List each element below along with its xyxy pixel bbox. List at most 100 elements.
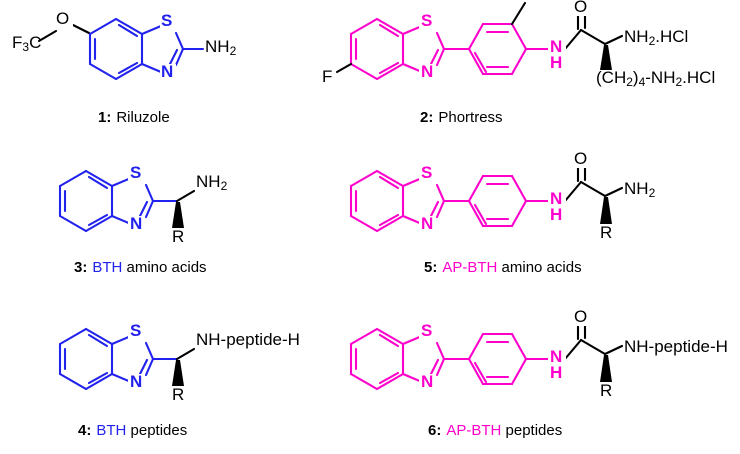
label-NH2: NH2 bbox=[205, 37, 237, 58]
bond-t3-s-c bbox=[435, 341, 446, 361]
label-R: R bbox=[172, 385, 184, 404]
bond-a6-inner bbox=[473, 361, 488, 384]
bond-b5-inner bbox=[378, 333, 400, 348]
bond-a4 bbox=[510, 199, 528, 228]
label-amide-N: N bbox=[550, 37, 562, 56]
mask-N bbox=[128, 374, 145, 392]
bond-a4 bbox=[510, 47, 528, 76]
label-N: N bbox=[421, 214, 433, 233]
compound-1-benzothiazole-bonds bbox=[88, 17, 205, 81]
compound-1-riluzole: F3C O S N NH2 O S N 1:Riluzole bbox=[12, 9, 237, 126]
compound-1-atom-labels: F3C O S N NH2 bbox=[12, 9, 237, 82]
bond-b3 bbox=[84, 214, 114, 233]
label-R: R bbox=[172, 227, 184, 246]
bond-t1-c-s bbox=[401, 176, 424, 188]
bond-b5 bbox=[375, 169, 405, 188]
bond-carbonyl-alpha bbox=[579, 180, 607, 198]
mask-amideN bbox=[548, 190, 566, 210]
bond-b5-inner bbox=[87, 333, 109, 348]
mask-S bbox=[419, 322, 436, 340]
compound-1-atom-labels-top: O S N bbox=[56, 9, 173, 81]
mask-O bbox=[572, 152, 591, 168]
bond-b5 bbox=[114, 17, 144, 36]
bond-b2 bbox=[58, 214, 88, 233]
label-S: S bbox=[130, 321, 141, 340]
label-O: O bbox=[574, 0, 587, 16]
bond-b3 bbox=[114, 62, 144, 81]
bond-t4-n-c bbox=[435, 357, 446, 377]
label-lysine-chain: (CH2)4-NH2.HCl bbox=[596, 68, 715, 89]
compound-6-caption: 6:AP-BTH peptides bbox=[428, 422, 562, 439]
compound-2-atom-labels: F S N N H O NH2.HCl (CH2)4-NH2.HCl bbox=[322, 0, 715, 89]
bond-t3-s-c bbox=[144, 341, 155, 361]
bond-b3-inner bbox=[378, 61, 400, 75]
mask-N bbox=[419, 374, 436, 392]
bond-alpha-nh2 bbox=[175, 189, 196, 203]
bond-b3 bbox=[375, 214, 405, 233]
compound-3-label-masks bbox=[128, 164, 145, 234]
label-R: R bbox=[600, 223, 612, 242]
compound-5-caption: 5:AP-BTH amino acids bbox=[424, 259, 582, 276]
bond-a3 bbox=[510, 22, 528, 51]
label-S: S bbox=[130, 163, 141, 182]
bond-t1-c-s bbox=[110, 176, 133, 188]
bond-t4-inner bbox=[138, 358, 149, 376]
compound-5-ap-bth-amino-acids: S N N H O NH2 R 5:AP-BTH amino acids bbox=[349, 149, 656, 276]
bond-t4-n-c bbox=[435, 47, 446, 67]
compound-6-benzothiazole-bonds bbox=[349, 327, 552, 391]
bond-b2 bbox=[349, 214, 379, 233]
bond-b5-inner bbox=[87, 175, 109, 190]
compound-4-atom-labels: S N NH-peptide-H R bbox=[130, 321, 300, 404]
compound-3-bth-amino-acids: S N NH2 R 3:BTH amino acids bbox=[58, 163, 228, 276]
bond-b5-inner bbox=[117, 23, 139, 38]
compound-2-stereo-wedge bbox=[600, 45, 612, 70]
bond-b2 bbox=[88, 62, 118, 81]
label-NH2: NH2 bbox=[624, 179, 656, 200]
label-NH-peptide-H: NH-peptide-H bbox=[196, 330, 300, 349]
bond-b5-inner bbox=[378, 175, 400, 190]
bond-b6 bbox=[58, 327, 88, 346]
label-N: N bbox=[130, 214, 142, 233]
bond-carbonyl-alpha bbox=[579, 338, 607, 356]
compound-5-black-bonds bbox=[563, 164, 624, 203]
compound-4-stereo-wedge bbox=[172, 360, 184, 386]
compound-4-benzothiazole-bonds bbox=[58, 327, 179, 391]
bond-t3-s-c bbox=[174, 31, 185, 51]
bond-n-carbonyl bbox=[563, 180, 583, 203]
bond-t2-c-n bbox=[110, 214, 133, 226]
bond-b2 bbox=[349, 62, 379, 81]
compound-3-stereo-wedge bbox=[172, 202, 184, 228]
bond-f bbox=[335, 62, 353, 74]
bond-b3 bbox=[84, 372, 114, 391]
compound-6-stereo-wedge bbox=[600, 355, 612, 382]
mask-N bbox=[160, 64, 176, 82]
bond-b2 bbox=[58, 372, 88, 391]
compound-1-label-masks bbox=[55, 10, 176, 82]
bond-o-ring bbox=[69, 22, 91, 35]
bond-methyl bbox=[510, 1, 527, 26]
bond-t4-inner bbox=[429, 48, 440, 66]
bond-n-carbonyl bbox=[563, 338, 583, 361]
label-NH2: NH2 bbox=[196, 172, 228, 193]
bond-t2-c-n bbox=[110, 372, 133, 384]
bond-carbonyl-alpha bbox=[579, 28, 607, 46]
label-N: N bbox=[421, 372, 433, 391]
bond-a1 bbox=[467, 22, 485, 51]
label-O: O bbox=[574, 149, 587, 168]
label-NH2-HCl: NH2.HCl bbox=[624, 27, 688, 48]
label-S: S bbox=[421, 11, 432, 30]
bond-b3 bbox=[375, 62, 405, 81]
bond-a4 bbox=[510, 357, 528, 386]
mask-N bbox=[128, 216, 145, 234]
bond-t4-inner bbox=[429, 200, 440, 218]
bond-t2-c-n bbox=[140, 62, 163, 74]
bond-b3-inner bbox=[378, 371, 400, 385]
bond-t4-inner bbox=[168, 48, 179, 66]
bond-a3 bbox=[510, 174, 528, 203]
bond-t2-c-n bbox=[401, 62, 424, 74]
bond-t1-c-s bbox=[401, 334, 424, 346]
compound-6-ap-bth-peptides: S N N H O NH-peptide-H R 6:AP-BTH peptid… bbox=[349, 307, 728, 439]
label-O: O bbox=[574, 307, 587, 326]
label-N-top: N bbox=[161, 62, 173, 81]
bond-n-carbonyl bbox=[563, 28, 583, 51]
